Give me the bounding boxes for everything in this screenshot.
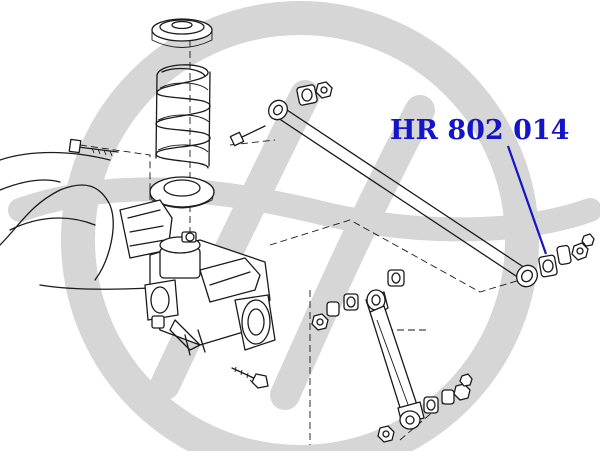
spring-seat-icon bbox=[151, 18, 213, 48]
part-number-label: HR 802 014 bbox=[390, 115, 569, 146]
bushing-icon bbox=[326, 301, 340, 317]
shock-absorber-icon bbox=[365, 289, 425, 430]
coil-spring-icon bbox=[155, 64, 211, 169]
bushing-icon bbox=[387, 269, 405, 287]
rear-axle-housing-icon bbox=[119, 199, 276, 356]
assembly-guide-lines bbox=[79, 40, 521, 445]
bolt-icon bbox=[68, 138, 119, 157]
lower-spring-seat-icon bbox=[149, 176, 215, 209]
bushing-icon bbox=[343, 293, 359, 311]
nut-icon bbox=[311, 313, 329, 331]
bolt-icon bbox=[231, 366, 269, 389]
nut-icon bbox=[571, 242, 589, 261]
bolt-icon bbox=[229, 125, 266, 147]
lateral-rod-icon bbox=[268, 99, 538, 288]
bushing-icon bbox=[296, 84, 318, 106]
label-leader-line bbox=[506, 145, 548, 255]
nut-icon bbox=[315, 81, 333, 99]
bushing-icon bbox=[441, 389, 455, 405]
nut-icon bbox=[459, 373, 473, 387]
bushing-icon bbox=[556, 244, 572, 266]
watermark-logo-icon bbox=[8, 1, 600, 451]
nut-icon bbox=[581, 233, 595, 247]
bushing-icon bbox=[538, 254, 558, 278]
bushing-icon bbox=[423, 396, 439, 414]
vehicle-frame-outline bbox=[0, 151, 151, 290]
nut-icon bbox=[377, 425, 395, 443]
